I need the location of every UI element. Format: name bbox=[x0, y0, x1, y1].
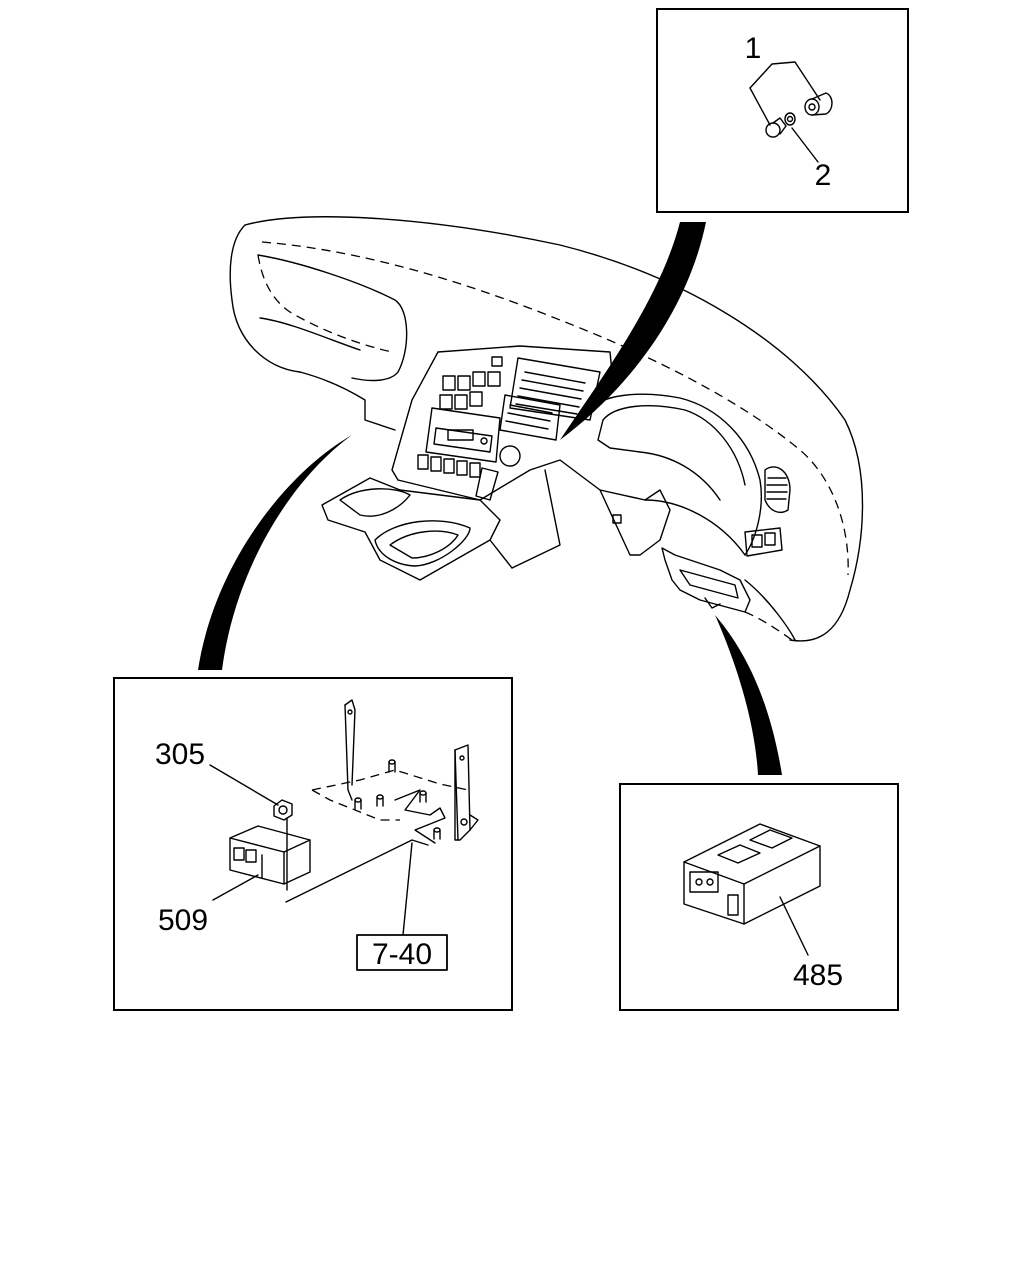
detail-box-bracket: 305 bbox=[113, 677, 513, 1011]
control-module-509 bbox=[229, 825, 311, 885]
leader-wedges bbox=[198, 222, 782, 775]
reference-label-7-40: 7-40 bbox=[372, 938, 432, 971]
callout-part-485: 485 bbox=[793, 959, 843, 992]
callout-part-305: 305 bbox=[155, 738, 205, 771]
push-clip-part bbox=[765, 112, 796, 138]
dashboard-illustration bbox=[229, 216, 864, 642]
detail-box-module: 485 bbox=[619, 783, 899, 1011]
callout-part-2: 2 bbox=[815, 159, 832, 192]
nut-part bbox=[273, 799, 293, 821]
callout-part-509: 509 bbox=[158, 904, 208, 937]
control-module-485 bbox=[683, 823, 821, 925]
grommet-part bbox=[804, 92, 833, 116]
detail-box-fasteners: 1 2 bbox=[656, 8, 909, 213]
callout-part-1: 1 bbox=[745, 32, 762, 65]
